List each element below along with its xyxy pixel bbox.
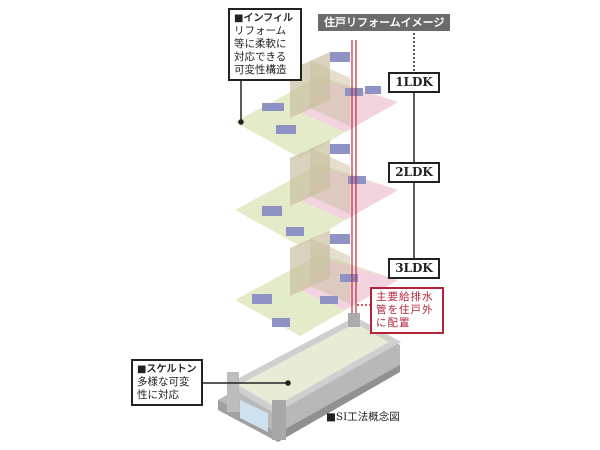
leader-lines xyxy=(200,33,415,386)
reform-image-title: 住戸リフォームイメージ xyxy=(318,14,451,31)
floor-2ldk xyxy=(235,140,398,246)
plan-3ldk: 3LDK xyxy=(388,258,440,279)
pipes xyxy=(351,40,357,318)
infill-heading: ■インフィル xyxy=(234,13,293,24)
infill-text: リフォーム等に柔軟に対応できる可変性構造 xyxy=(234,25,287,76)
diagram-caption: ■SI工法概念図 xyxy=(326,411,400,423)
floor-1ldk xyxy=(235,52,398,158)
skeleton-building xyxy=(218,313,402,442)
floor-3ldk xyxy=(235,230,398,336)
floor-plates xyxy=(235,52,398,336)
skeleton-label: ■スケルトン 多様な可変性に対応 xyxy=(131,359,203,406)
infill-label: ■インフィル リフォーム等に柔軟に対応できる可変性構造 xyxy=(228,8,302,81)
skeleton-heading: ■スケルトン xyxy=(137,364,197,375)
plan-2ldk: 2LDK xyxy=(388,162,440,183)
pipes-label: 主要給排水管を住戸外に配置 xyxy=(370,287,444,334)
plan-1ldk: 1LDK xyxy=(388,72,440,93)
skeleton-text: 多様な可変性に対応 xyxy=(137,376,190,401)
